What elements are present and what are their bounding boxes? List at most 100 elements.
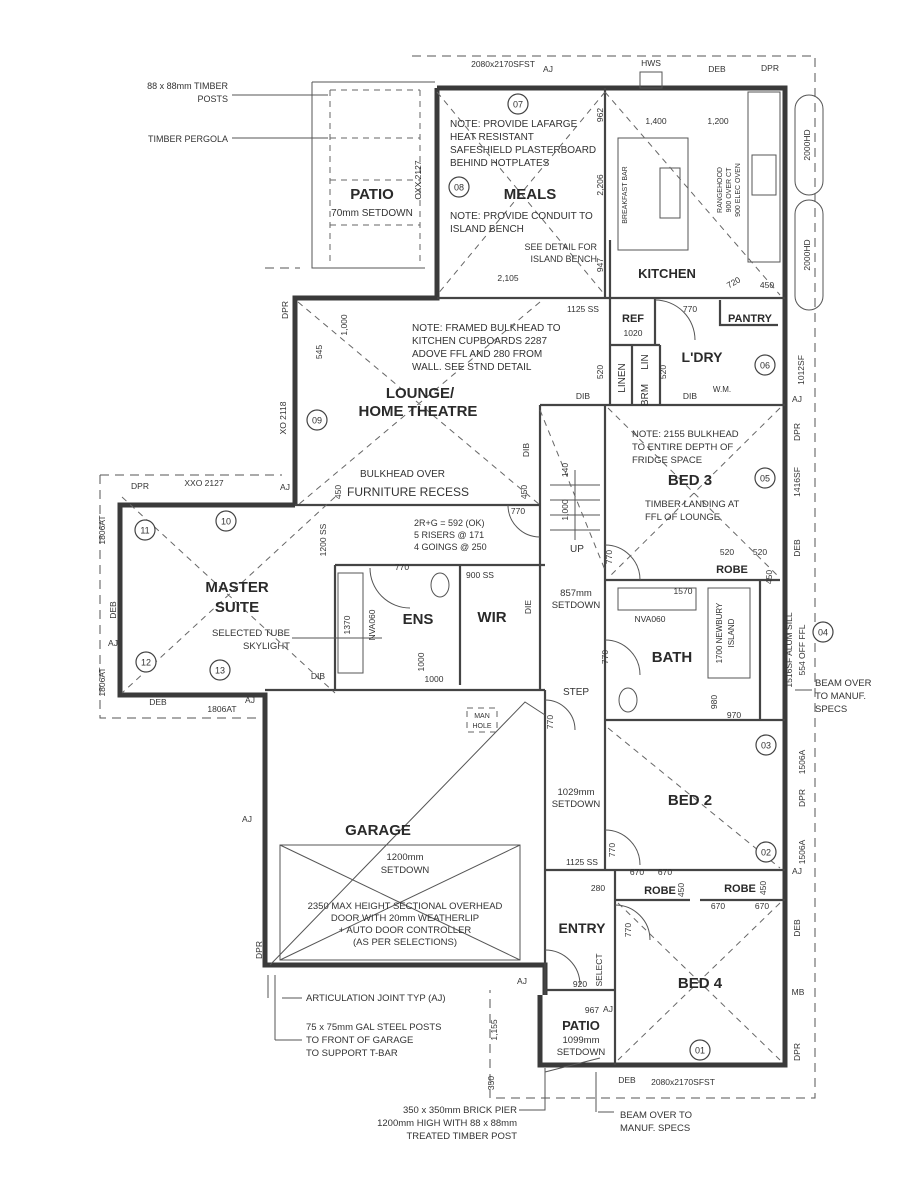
dimension-tag: 1,400 [645,116,667,126]
window-id-marker [755,734,777,756]
brick-pier-callout: 350 x 350mm BRICK PIER [403,1105,517,1116]
meals-note: NOTE: PROVIDE LAFARGE [450,119,578,130]
window-id-label: 10 [221,517,231,527]
room-label-lounge_1: LOUNGE/ [386,385,455,402]
dimension-tag: 450 [519,485,529,499]
room-label-master_1: MASTER [205,579,269,596]
eave-outline [99,55,816,1099]
window-id-marker [306,409,328,431]
garage-door-note: (AS PER SELECTIONS) [353,937,457,948]
dimension-tag: 670 [755,901,769,911]
room-label-pantry: PANTRY [728,313,773,325]
hall-setdown-note: 1029mm [558,787,595,798]
dimension-tag: 545 [314,345,324,359]
room-label-lounge_2: HOME THEATRE [359,403,478,420]
dimension-tag: 770 [607,843,617,857]
brick-pier-callout: 1200mm HIGH WITH 88 x 88mm [377,1118,517,1129]
rangehood-note: RANGEHOOD [717,167,724,213]
door-swings [369,299,696,986]
lounge-note: NOTE: FRAMED BULKHEAD TO [412,323,561,334]
window-id-marker [448,176,470,198]
garage-door-cross [269,701,546,966]
dimension-tag: DPR [761,63,779,73]
dimension-tag: SELECT [594,953,604,986]
dimension-tag: DEB [708,64,726,74]
dimension-tag: DPR [792,1043,802,1061]
conduit-note: NOTE: PROVIDE CONDUIT TO [450,211,593,222]
dimension-tag: 1370 [342,615,352,634]
pergola-beams [329,89,421,265]
room-label-meals: MEALS [504,186,557,203]
dimension-tag: 900 SS [466,570,494,580]
room-label-bed2: BED 2 [668,792,712,809]
dimension-tag: 1125 SS [566,857,598,867]
dimension-tag: 450 [758,881,768,895]
garage-setdown-note: SETDOWN [381,865,430,876]
dimension-tag: 520 [753,547,767,557]
room-label-ref: REF [622,313,644,325]
dimension-tag: 1200 SS [318,523,328,556]
callout-leaders [232,94,812,1113]
dimension-tag: 520 [720,547,734,557]
island-detail-note: ISLAND BENCH [530,254,597,264]
room-label-ens: ENS [403,611,434,628]
brick-pier-callout: TREATED TIMBER POST [407,1131,518,1142]
window-id-label: 08 [454,183,464,193]
dimension-tag: 670 [658,867,672,877]
man-hole-label: MAN [474,713,490,720]
dimension-tag: AJ [517,976,527,986]
garage-door-note: + AUTO DOOR CONTROLLER [339,925,472,936]
dimension-tag: 920 [573,979,587,989]
room-label-patio_rear: PATIO [350,186,394,203]
island-detail-note: SEE DETAIL FOR [524,242,597,252]
room-label-robe_bed2: ROBE [644,885,676,897]
dimension-tag: 1,155 [489,1019,499,1041]
window-id-label: 13 [215,666,225,676]
patio-setdown-note: 70mm SETDOWN [331,208,413,219]
stair-calc-note: 4 GOINGS @ 250 [414,542,487,552]
window-id-marker [812,621,834,643]
pergola-outline [311,81,435,269]
linen-label: LINEN [617,363,628,392]
room-label-master_2: SUITE [215,599,259,616]
dimension-tag: 350 [486,1076,496,1090]
dimension-tag: DEB [792,919,802,937]
window-id-label: 11 [140,526,149,536]
window-id-marker [209,659,231,681]
cooktop [751,154,777,196]
dimension-tag: 970 [727,710,741,720]
dimension-tag: AJ [242,814,252,824]
man-hole-label: HOLE [472,723,491,730]
lounge-note: KITCHEN CUPBOARDS 2287 [412,336,547,347]
dimension-tag: DIE [523,600,533,615]
dimension-tag: DPR [792,423,802,441]
dimension-tag: 1,000 [560,499,570,521]
dimension-tag: 1506A [797,749,807,774]
step-label: STEP [563,687,589,698]
window-id-label: 04 [818,628,828,638]
dimension-tag: 520 [595,365,605,379]
hall-setdown-note: 857mm [560,588,592,599]
dimension-tag: HWS [641,58,661,68]
patio-setdown-note: SETDOWN [557,1047,606,1058]
garage-door-note: 2350 MAX HEIGHT SECTIONAL OVERHEAD [308,901,503,912]
dimension-tag: 770 [683,304,697,314]
room-label-kitchen: KITCHEN [638,266,696,281]
pergola-callout: TIMBER PERGOLA [148,134,228,144]
dimension-tag: DIB [521,443,531,458]
window-id-marker [689,1039,711,1061]
beam-callout: TO MANUF. [815,691,866,702]
conduit-note: ISLAND BENCH [450,224,524,235]
bed3-note: TO ENTIRE DEPTH OF [632,442,733,453]
steel-posts-callout: TO FRONT OF GARAGE [306,1035,413,1046]
skylight-callout: SKYLIGHT [243,641,290,652]
dimension-tag: NVA060 [634,614,665,624]
dimension-tag: 947 [595,258,605,272]
furniture-recess-label: FURNITURE RECESS [347,485,469,499]
dimension-tag: XXO 2127 [184,478,223,488]
window-id-marker [754,354,776,376]
lounge-note: WALL. SEE STND DETAIL [412,362,532,373]
beam-callout: MANUF. SPECS [620,1123,690,1134]
dimension-tag: XO 2118 [278,401,288,434]
internal-walls [265,88,785,1065]
